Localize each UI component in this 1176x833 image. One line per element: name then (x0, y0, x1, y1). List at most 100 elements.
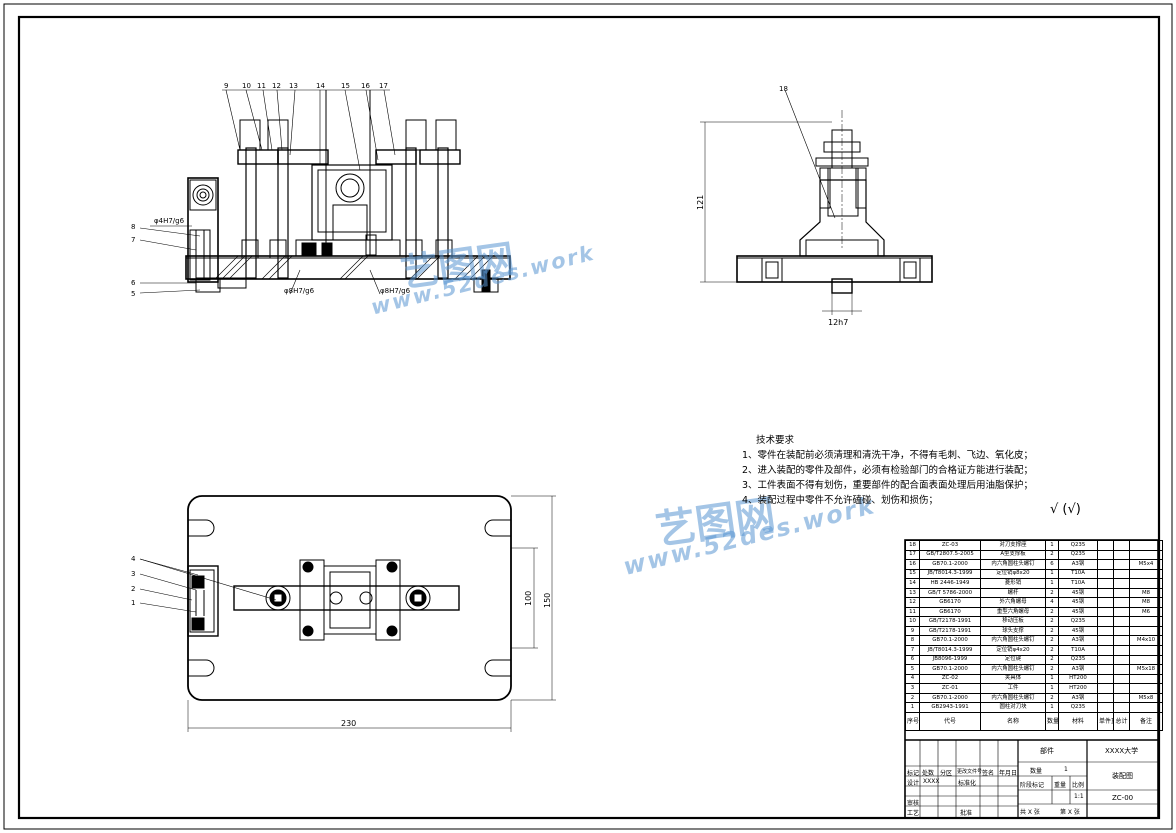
front-view-labels: 9 10 11 12 13 14 15 16 17 8 7 6 5 φ4H7/g… (131, 82, 411, 298)
bom-cell: 13 (905, 587, 920, 599)
bom-cell: 9 (905, 625, 920, 637)
bom-cell: GB2943-1991 (919, 702, 981, 713)
width-dim: 230 (341, 719, 356, 728)
bom-cell: T10A (1058, 645, 1098, 656)
bom-cell: 6 (1045, 559, 1059, 570)
callout-3: 3 (131, 570, 135, 578)
callout-18: 18 (779, 85, 788, 93)
bom-cell (1113, 578, 1130, 589)
bom-cell: 45钢 (1058, 625, 1098, 637)
bom-cell: 2 (1045, 635, 1059, 646)
callout-8: 8 (131, 223, 135, 231)
bom-cell: GB70.1-2000 (919, 635, 981, 646)
bom-cell: 3 (905, 683, 920, 694)
bom-cell (1113, 559, 1130, 570)
bom-cell: HB 2446-1949 (919, 578, 981, 589)
bom-cell: A3钢 (1058, 664, 1098, 675)
bom-header-cell: 单件重量 (1097, 711, 1114, 731)
bom-cell: 2 (1045, 625, 1059, 637)
callout-13: 13 (289, 82, 298, 90)
bom-cell (1129, 654, 1163, 666)
bom-cell (1097, 568, 1114, 580)
part-label: 部件 (1040, 747, 1054, 755)
bom-cell: 内六角圆柱头螺钉 (980, 635, 1046, 646)
bom-cell: M5x4 (1129, 559, 1163, 570)
bom-cell: 2 (1045, 606, 1059, 618)
bom-cell: GB70.1-2000 (919, 692, 981, 704)
bom-cell: 1 (905, 702, 920, 713)
bom-cell: 17 (905, 549, 920, 561)
bom-cell (1113, 616, 1130, 627)
bom-cell (1097, 664, 1114, 675)
school-name: XXXX大学 (1105, 747, 1139, 755)
bom-cell (1129, 540, 1163, 551)
scale-label: 比例 (1072, 782, 1085, 789)
bom-cell: 圆柱对刀块 (980, 702, 1046, 713)
top-view (139, 495, 556, 732)
callout-7: 7 (131, 236, 135, 244)
bom-cell (1129, 683, 1163, 694)
notes-title: 技术要求 (756, 435, 795, 446)
side-view (700, 89, 933, 315)
bom-cell: GB/T2178-1991 (919, 625, 981, 637)
bom-cell: JB/T8014.3-1999 (919, 568, 981, 580)
bom-cell (1097, 654, 1114, 666)
bom-header-row: 序号代号名称数量材料单件重量总计备注 (905, 711, 1163, 731)
bom-cell: M8 (1129, 587, 1163, 599)
bom-cell: 1 (1045, 578, 1059, 589)
review-label: 审核 (907, 800, 920, 807)
bom-cell: M5x18 (1129, 664, 1163, 675)
weight-label: 重量 (1054, 782, 1067, 789)
bom-cell (1129, 645, 1163, 656)
fit-bottom-2: φ8H7/g6 (380, 287, 411, 295)
bom-cell: 2 (905, 692, 920, 704)
bom-cell (1113, 606, 1130, 618)
approve-label: 批准 (960, 810, 973, 817)
bom-cell: 45钢 (1058, 606, 1098, 618)
bom-cell (1097, 597, 1114, 608)
bom-cell: 工件 (980, 683, 1046, 694)
bom-cell: 夹具体 (980, 673, 1046, 685)
bom-cell: ZC-03 (919, 540, 981, 551)
bom-cell: 5 (905, 664, 920, 675)
row-label-sign: 签名 (982, 770, 995, 777)
bom-cell: 1 (1045, 683, 1059, 694)
key-width-dim: 12h7 (828, 318, 848, 327)
note-line: 3、工件表面不得有划伤，重要部件的配合面表面处理后用油脂保护； (742, 480, 1034, 491)
bom-cell: 18 (905, 540, 920, 551)
bom-cell: JB8096-1999 (919, 654, 981, 666)
bom-cell: 内六角圆柱头螺钉 (980, 664, 1046, 675)
row-label-mark: 标记 (907, 770, 920, 777)
bom-cell: A3钢 (1058, 635, 1098, 646)
bom-cell: 2 (1045, 645, 1059, 656)
bom-cell (1113, 645, 1130, 656)
bom-cell: 螺杆 (980, 587, 1046, 599)
bom-cell: GB70.1-2000 (919, 664, 981, 675)
bom-cell (1097, 645, 1114, 656)
bom-header-cell: 序号 (905, 711, 920, 731)
front-view (139, 89, 511, 295)
bom-cell: ZC-01 (919, 683, 981, 694)
bom-cell: 1 (1045, 673, 1059, 685)
bom-cell: Q235 (1058, 616, 1098, 627)
bom-cell (1113, 568, 1130, 580)
bom-cell: A型支撑板 (980, 549, 1046, 561)
bom-cell: 45钢 (1058, 597, 1098, 608)
bom-cell: 内六角圆柱头螺钉 (980, 559, 1046, 570)
bom-cell: 定位销φ4x20 (980, 645, 1046, 656)
bom-cell: GB6170 (919, 606, 981, 618)
bom-cell (1113, 702, 1130, 713)
bom-cell (1097, 578, 1114, 589)
callout-17: 17 (379, 82, 388, 90)
bom-cell: 7 (905, 645, 920, 656)
bom-cell: M4x10 (1129, 635, 1163, 646)
